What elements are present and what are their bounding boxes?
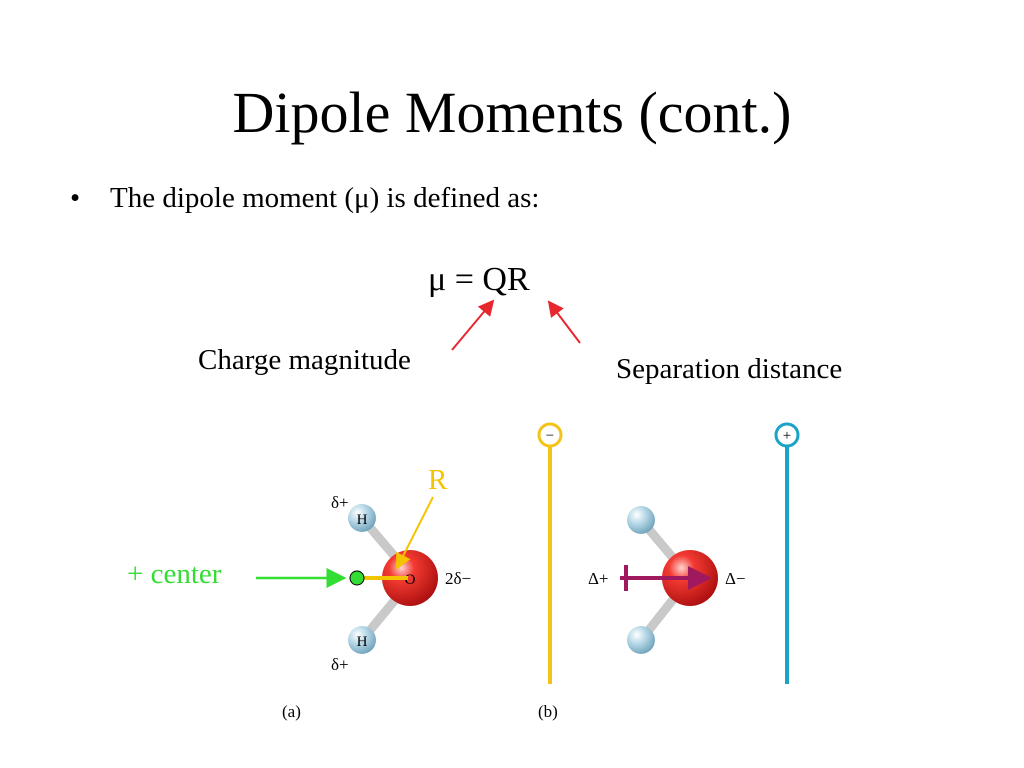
delta-minus-b: Δ− bbox=[725, 569, 746, 588]
delta-minus-label: 2δ− bbox=[445, 569, 471, 588]
charge-arrow bbox=[451, 299, 495, 351]
hydrogen-atom-top bbox=[348, 504, 376, 532]
positive-terminal-label: + bbox=[783, 428, 791, 444]
oxygen-atom bbox=[382, 550, 438, 606]
caption-b: (b) bbox=[538, 702, 558, 721]
bullet-item: • The dipole moment (μ) is defined as: bbox=[70, 180, 540, 216]
r-label: R bbox=[428, 464, 448, 496]
r-pointer-arrow bbox=[396, 496, 434, 570]
charge-magnitude-label: Charge magnitude bbox=[198, 344, 411, 376]
negative-electrode: − bbox=[537, 422, 563, 684]
caption-a: (a) bbox=[282, 702, 301, 721]
bullet-text: The dipole moment (μ) is defined as: bbox=[110, 182, 540, 214]
o-label: O bbox=[405, 572, 416, 588]
positive-electrode: + bbox=[774, 422, 800, 684]
h-label-top: H bbox=[357, 512, 368, 528]
negative-terminal-label: − bbox=[546, 428, 554, 444]
h-label-bottom: H bbox=[357, 634, 368, 650]
delta-plus-top: δ+ bbox=[331, 493, 349, 512]
dipole-equation: μ = QR bbox=[428, 261, 530, 298]
bullet-marker: • bbox=[70, 182, 81, 214]
delta-plus-b: Δ+ bbox=[588, 569, 609, 588]
separation-arrow bbox=[547, 300, 581, 344]
slide-title: Dipole Moments (cont.) bbox=[232, 80, 792, 145]
positive-center-dot bbox=[349, 570, 365, 586]
hydrogen-atom-top-b bbox=[627, 506, 655, 534]
center-label: + center bbox=[127, 558, 222, 590]
water-molecule-a: H H O δ+ δ+ 2δ− bbox=[331, 493, 471, 674]
hydrogen-atom-bottom-b bbox=[627, 626, 655, 654]
separation-distance-label: Separation distance bbox=[616, 353, 843, 385]
dipole-moment-arrow bbox=[620, 565, 712, 591]
delta-plus-bottom: δ+ bbox=[331, 655, 349, 674]
hydrogen-atom-bottom bbox=[348, 626, 376, 654]
